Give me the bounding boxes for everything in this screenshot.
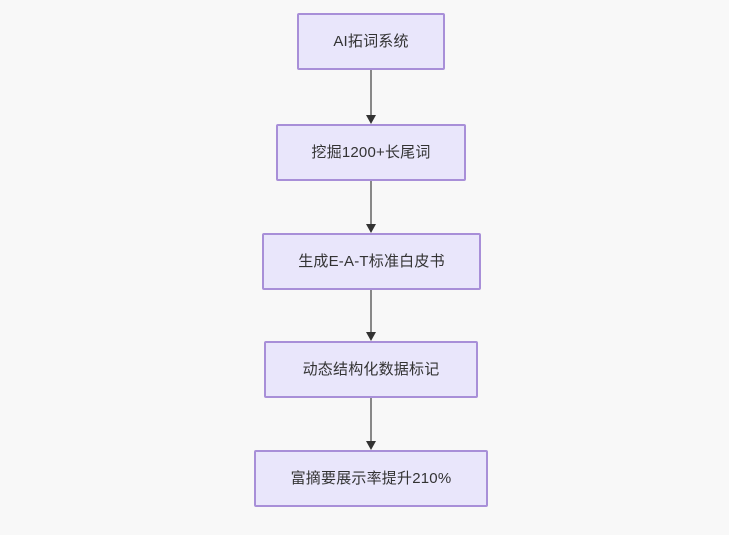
flowchart-node-ai-keyword-system[interactable]: AI拓词系统 <box>297 13 445 70</box>
edge-node2-to-node3 <box>361 181 381 233</box>
flowchart-node-dynamic-structured-data-markup[interactable]: 动态结构化数据标记 <box>264 341 478 398</box>
node-label: 富摘要展示率提升210% <box>290 469 452 487</box>
edge-node1-to-node2 <box>361 70 381 124</box>
node-label: AI拓词系统 <box>333 32 409 50</box>
node-label: 挖掘1200+长尾词 <box>311 143 431 161</box>
node-label: 生成E-A-T标准白皮书 <box>298 252 445 270</box>
flowchart-node-rich-snippet-impression-lift[interactable]: 富摘要展示率提升210% <box>254 450 488 507</box>
edge-node4-to-node5 <box>361 398 381 450</box>
flowchart-node-generate-eat-whitepaper[interactable]: 生成E-A-T标准白皮书 <box>262 233 481 290</box>
node-label: 动态结构化数据标记 <box>302 360 440 378</box>
edge-node3-to-node4 <box>361 290 381 341</box>
flowchart-node-mine-longtail-keywords[interactable]: 挖掘1200+长尾词 <box>276 124 466 181</box>
